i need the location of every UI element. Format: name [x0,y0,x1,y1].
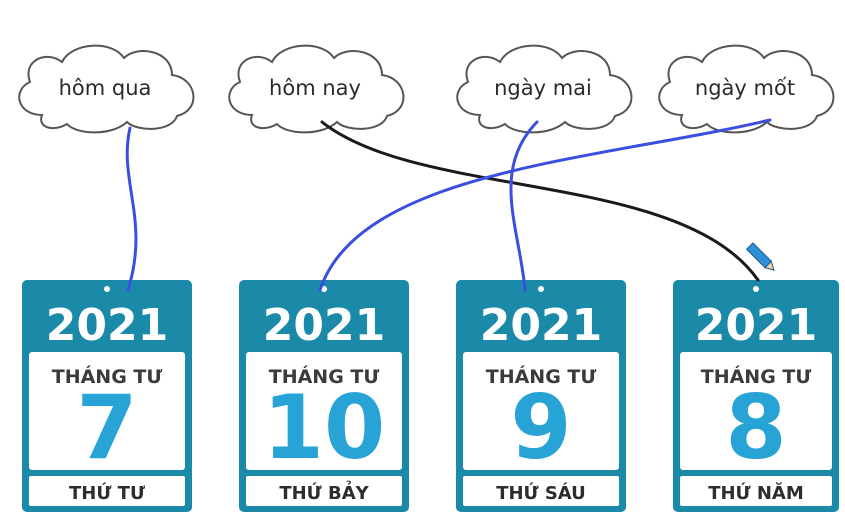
calendar-month: THÁNG TƯ [52,365,163,388]
calendar-year: 2021 [480,300,602,351]
calendar-page [463,352,619,470]
match-line-ngay-mot [318,118,772,292]
calendar-month: THÁNG TƯ [701,365,812,388]
pencil-icon [745,242,775,271]
calendar-day: 8 [725,376,786,479]
cloud-shape [658,44,835,134]
calendar-year: 2021 [263,300,385,351]
cloud-label: hôm nay [269,76,361,100]
calendar-footer [29,476,185,506]
calendar-card: 2021 THÁNG TƯ 10 THỨ BẢY [239,280,409,512]
calendar-day: 9 [510,376,571,479]
pencil-tip [764,260,775,271]
calendar-hole [538,286,544,292]
match-line-hom-nay [320,120,760,282]
calendar-month: THÁNG TƯ [269,365,380,388]
cloud-hom-qua: hôm qua [18,44,195,134]
cloud-ngay-mot: ngày mốt [658,44,835,134]
cloud-label: hôm qua [59,76,152,100]
match-line-ngay-mai [509,120,539,292]
cloud-label: ngày mai [494,76,592,100]
calendar-weekday: THỨ BẢY [279,481,369,504]
cloud-label: ngày mốt [695,76,795,100]
calendar-page [29,352,185,470]
pencil-body [745,242,773,269]
calendar-card: 2021 THÁNG TƯ 8 THỨ NĂM [673,280,839,512]
calendar-card: 2021 THÁNG TƯ 7 THỨ TƯ [22,280,192,512]
calendar-day: 10 [263,376,385,479]
calendar-hole [104,286,110,292]
cloud-ngay-mai: ngày mai [456,44,633,134]
calendar-footer [463,476,619,506]
calendar-card: 2021 THÁNG TƯ 9 THỨ SÁU [456,280,626,512]
calendar-year: 2021 [695,300,817,351]
calendar-footer [680,476,832,506]
cloud-shape [18,44,195,134]
calendar-page [246,352,402,470]
calendar-hole [753,286,759,292]
calendar-footer [246,476,402,506]
calendar-weekday: THỨ TƯ [69,482,145,504]
calendar-day: 7 [76,376,137,479]
match-line-hom-qua [125,126,138,292]
calendar-page [680,352,832,470]
cloud-hom-nay: hôm nay [228,44,405,134]
calendar-weekday: THỨ SÁU [496,482,586,504]
calendar-hole [321,286,327,292]
calendar-year: 2021 [46,300,168,351]
cloud-shape [228,44,405,134]
calendar-month: THÁNG TƯ [486,365,597,388]
calendar-weekday: THỨ NĂM [708,482,804,504]
